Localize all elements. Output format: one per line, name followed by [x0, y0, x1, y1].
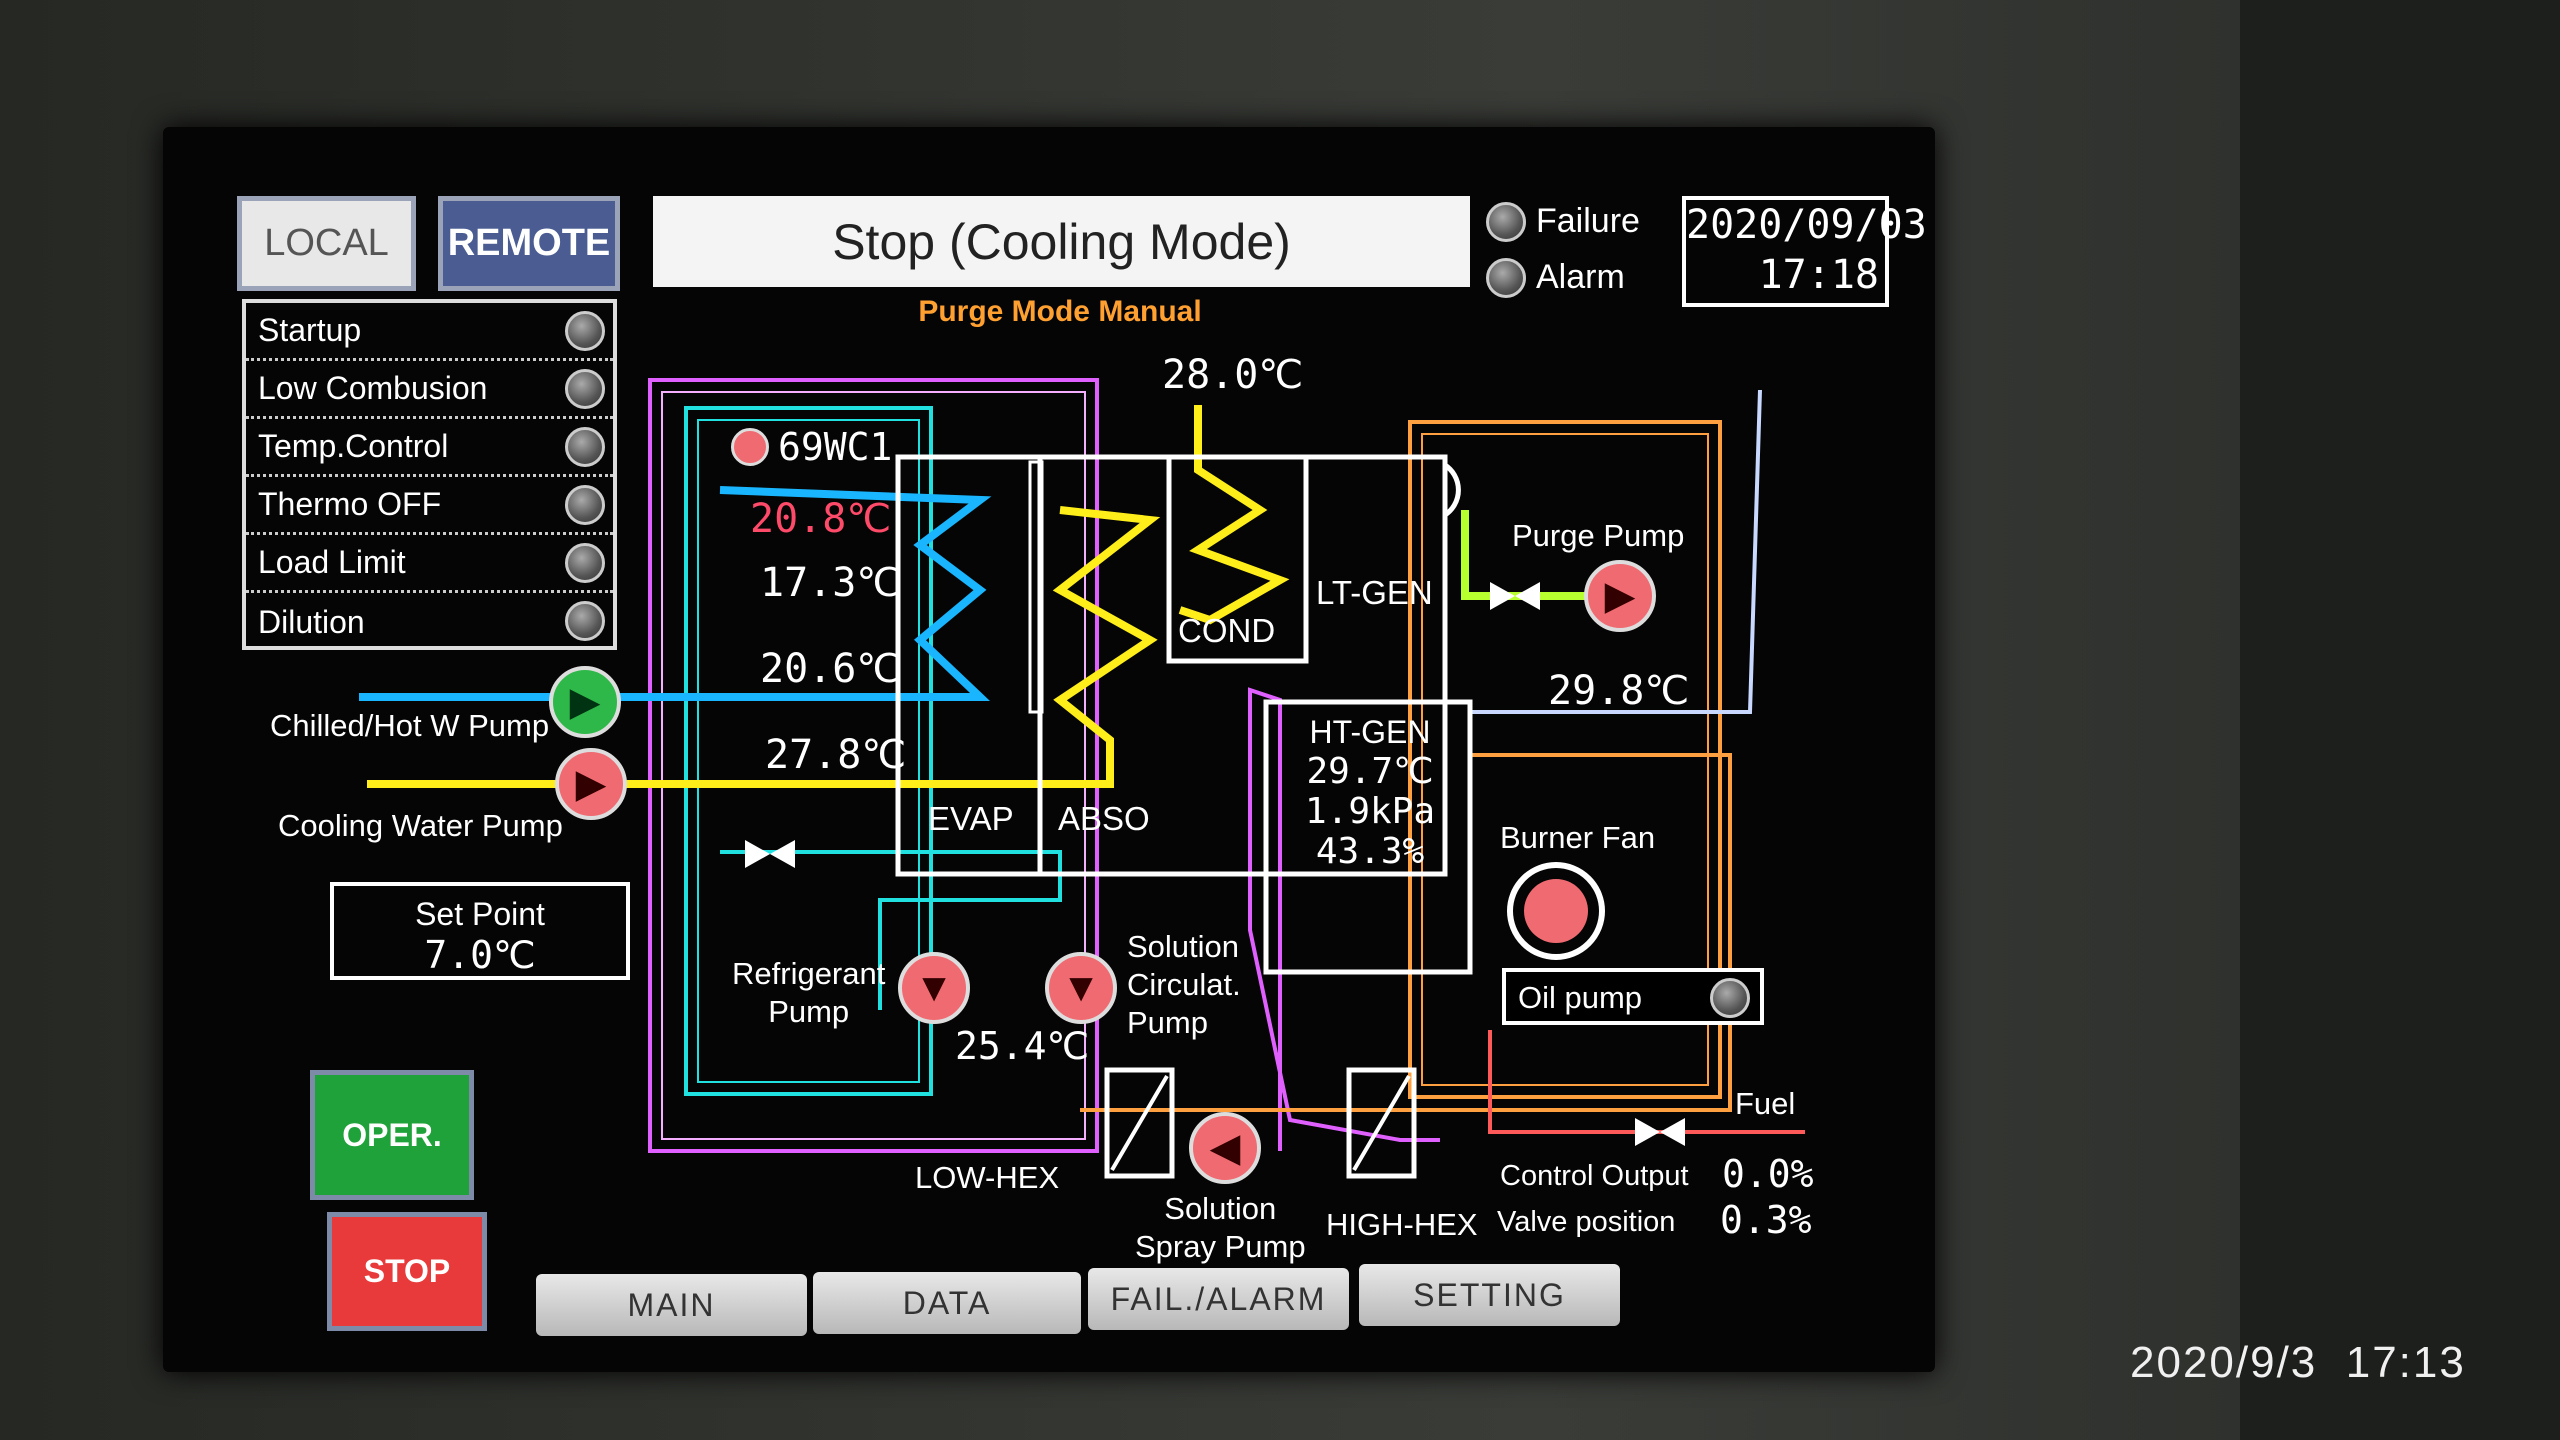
burner-fan-label: Burner Fan — [1500, 820, 1656, 855]
status-title: Stop (Cooling Mode) — [653, 196, 1470, 287]
tab-data[interactable]: DATA — [813, 1272, 1081, 1334]
alarm-lamp-icon — [1486, 258, 1526, 298]
fuel-line — [1488, 1030, 1805, 1134]
cooling-in-temp: 27.8℃ — [765, 732, 907, 778]
refrigerant-valve-icon — [745, 840, 795, 868]
status-lamp-icon — [565, 427, 605, 467]
alarm-label: Alarm — [1536, 258, 1625, 296]
cond-coil — [1178, 405, 1290, 625]
status-temp-control: Temp.Control — [246, 419, 613, 477]
status-lamp-icon — [565, 485, 605, 525]
set-point-display[interactable]: Set Point 7.0℃ — [330, 882, 630, 980]
refrigerant-line-inner — [697, 419, 920, 1083]
low-hex — [1104, 1067, 1175, 1179]
tab-main[interactable]: MAIN — [536, 1274, 807, 1336]
ht-gen-readout: HT-GEN 29.7℃ 1.9kPa 43.3% — [1290, 712, 1450, 872]
oper-button[interactable]: OPER. — [310, 1070, 474, 1200]
set-point-value: 7.0℃ — [424, 933, 536, 977]
ht-gen-box — [1263, 699, 1473, 975]
abso-label: ABSO — [1058, 800, 1150, 837]
chilled-pump-label: Chilled/Hot W Pump — [270, 708, 550, 743]
valve-position-label: Valve position — [1497, 1206, 1676, 1238]
fuel-valve-icon — [1635, 1118, 1685, 1146]
set-point-label: Set Point — [415, 896, 545, 932]
cooling-pump-label: Cooling Water Pump — [278, 808, 563, 843]
oil-pump-lamp-icon — [1710, 978, 1750, 1018]
purge-pump-label: Purge Pump — [1512, 518, 1685, 553]
time: 17:18 — [1758, 252, 1879, 298]
cooling-water-line — [367, 506, 1161, 788]
control-output-value: 0.0% — [1722, 1152, 1814, 1196]
datetime-display: 2020/09/03 17:18 — [1682, 196, 1927, 307]
cond-temp: 28.0℃ — [1162, 352, 1304, 398]
control-output-label: Control Output — [1500, 1160, 1689, 1192]
chilled-pump-play-icon[interactable]: ▶ — [549, 666, 621, 738]
purge-mode-text: Purge Mode Manual — [918, 295, 1202, 328]
solution-line-inner — [661, 391, 1086, 1140]
status-dilution: Dilution — [246, 593, 613, 651]
ht-gen-percent: 43.3% — [1315, 831, 1425, 872]
fuel-label: Fuel — [1735, 1086, 1796, 1121]
high-hex-label: HIGH-HEX — [1326, 1207, 1478, 1242]
status-low-combusion: Low Combusion — [246, 361, 613, 419]
evap-label: EVAP — [928, 800, 1014, 837]
tab-setting[interactable]: SETTING — [1359, 1264, 1620, 1326]
status-lamp-icon — [565, 369, 605, 409]
ht-gen-temp: 29.7℃ — [1306, 751, 1434, 792]
photo-timestamp: 2020/9/3 17:13 — [2130, 1338, 2466, 1387]
purge-valve-icon — [1490, 582, 1540, 610]
cond-label: COND — [1178, 612, 1276, 649]
refrigerant-line — [684, 406, 933, 1096]
status-list: Startup Low Combusion Temp.Control Therm… — [242, 299, 617, 650]
sensor-lamp-icon — [731, 428, 769, 466]
lt-gen-label: LT-GEN — [1316, 574, 1433, 611]
local-label: LOCAL — [264, 222, 389, 264]
hot-water-line — [1408, 420, 1722, 1099]
tab-fail-alarm[interactable]: FAIL./ALARM — [1088, 1268, 1349, 1330]
refrigerant-pump-icon[interactable]: ▼ — [898, 952, 970, 1024]
temp-25: 25.4℃ — [955, 1024, 1090, 1068]
oil-pump-indicator: Oil pump — [1502, 968, 1764, 1025]
valve-position-value: 0.3% — [1720, 1198, 1812, 1242]
high-hex — [1346, 1067, 1417, 1179]
temp-29-8: 29.8℃ — [1548, 668, 1690, 714]
date: 2020/09/03 — [1686, 202, 1927, 248]
purge-line — [1461, 510, 1590, 600]
remote-label: REMOTE — [447, 222, 611, 264]
temp-17: 17.3℃ — [760, 560, 902, 606]
purge-pump-play-icon[interactable]: ▶ — [1584, 560, 1656, 632]
background-cabinet — [2240, 0, 2560, 1440]
status-load-limit: Load Limit — [246, 535, 613, 593]
status-lamp-icon — [565, 543, 605, 583]
status-lamp-icon — [565, 311, 605, 351]
chilled-in-temp: 20.6℃ — [760, 646, 902, 692]
hot-water-line-inner — [1421, 433, 1709, 1086]
spray-pump-icon[interactable]: ◀ — [1189, 1112, 1261, 1184]
ht-gen-label: HT-GEN — [1309, 714, 1431, 750]
chilled-water-line — [359, 486, 992, 701]
stop-button[interactable]: STOP — [327, 1212, 487, 1331]
remote-button[interactable]: REMOTE — [438, 196, 620, 291]
status-thermo-off: Thermo OFF — [246, 477, 613, 535]
failure-lamp-icon — [1486, 202, 1526, 242]
return-line — [1470, 389, 1762, 714]
refrigerant-line-bottom — [720, 850, 1062, 1010]
status-lamp-icon — [565, 601, 605, 641]
oil-pump-label: Oil pump — [1518, 980, 1643, 1015]
chilled-out-temp: 20.8℃ — [750, 496, 892, 542]
cooling-pump-play-icon[interactable]: ▶ — [555, 748, 627, 820]
burner-fan-icon[interactable] — [1507, 862, 1605, 960]
local-button[interactable]: LOCAL — [237, 196, 416, 291]
solution-circ-pump-icon[interactable]: ▼ — [1045, 952, 1117, 1024]
ht-gen-pressure: 1.9kPa — [1304, 791, 1436, 832]
status-startup: Startup — [246, 303, 613, 361]
solution-line — [648, 378, 1099, 1153]
sensor-label: 69WC1 — [778, 425, 893, 469]
low-hex-label: LOW-HEX — [915, 1160, 1060, 1195]
hot-water-line-2 — [1080, 753, 1732, 1112]
failure-label: Failure — [1536, 202, 1640, 240]
